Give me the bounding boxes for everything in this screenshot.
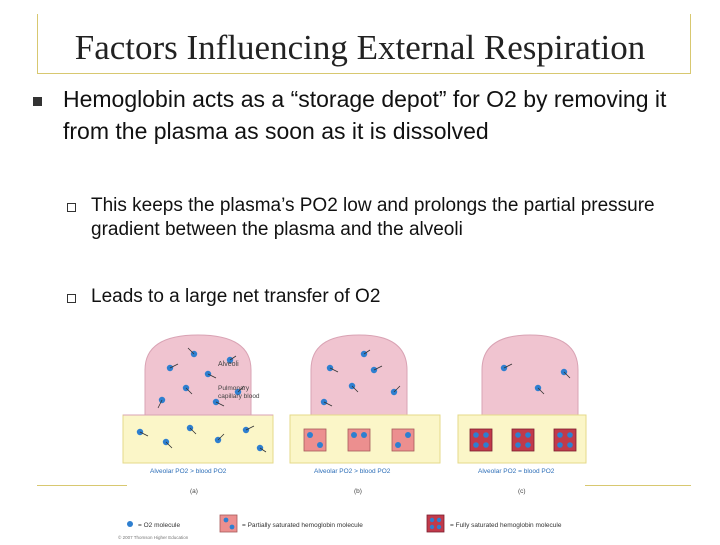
slide-title: Factors Influencing External Respiration (74, 28, 646, 67)
sub-bullet-text-2: Leads to a large net transfer of O2 (91, 286, 381, 307)
sub-bullet-text-1: This keeps the plasma’s PO2 low and prol… (91, 195, 655, 240)
panel-b-caption: Alveolar PO2 > blood PO2 (314, 468, 391, 475)
panel-a: Alveoli Pulmonary capillary blood Alveol… (122, 334, 274, 495)
frame-line-right (690, 14, 691, 74)
sub-bullet-marker (67, 294, 76, 303)
o2-transfer-figure: Alveoli Pulmonary capillary blood Alveol… (118, 330, 588, 545)
alveoli-label: Alveoli (218, 361, 239, 368)
capillary-label: Pulmonary capillary blood (218, 385, 260, 400)
sub-bullet-marker (67, 203, 76, 212)
panel-b-letter: (b) (354, 488, 362, 495)
frame-line-bottom-right (585, 485, 691, 486)
panel-a-letter: (a) (190, 488, 198, 495)
panel-b: Alveolar PO2 > blood PO2 (b) (289, 334, 441, 495)
main-bullet-text: Hemoglobin acts as a “storage depot” for… (63, 86, 667, 144)
frame-line-bottom-left (37, 485, 127, 486)
legend-o2: = O2 molecule (138, 522, 180, 529)
copyright: © 2007 Thomson Higher Education (118, 534, 189, 540)
legend-partial: = Partially saturated hemoglobin molecul… (242, 522, 363, 529)
panel-a-caption: Alveolar PO2 > blood PO2 (150, 468, 227, 475)
panel-c-caption: Alveolar PO2 = blood PO2 (478, 468, 555, 475)
panel-c-letter: (c) (518, 488, 526, 495)
bullet-marker (33, 97, 42, 106)
figure-legend: = O2 molecule = Partially saturated hemo… (118, 514, 562, 540)
legend-full: = Fully saturated hemoglobin molecule (450, 522, 562, 529)
frame-line-left (37, 14, 38, 74)
panel-c: Alveolar PO2 = blood PO2 (c) (457, 334, 587, 495)
frame-line-top (37, 73, 691, 74)
